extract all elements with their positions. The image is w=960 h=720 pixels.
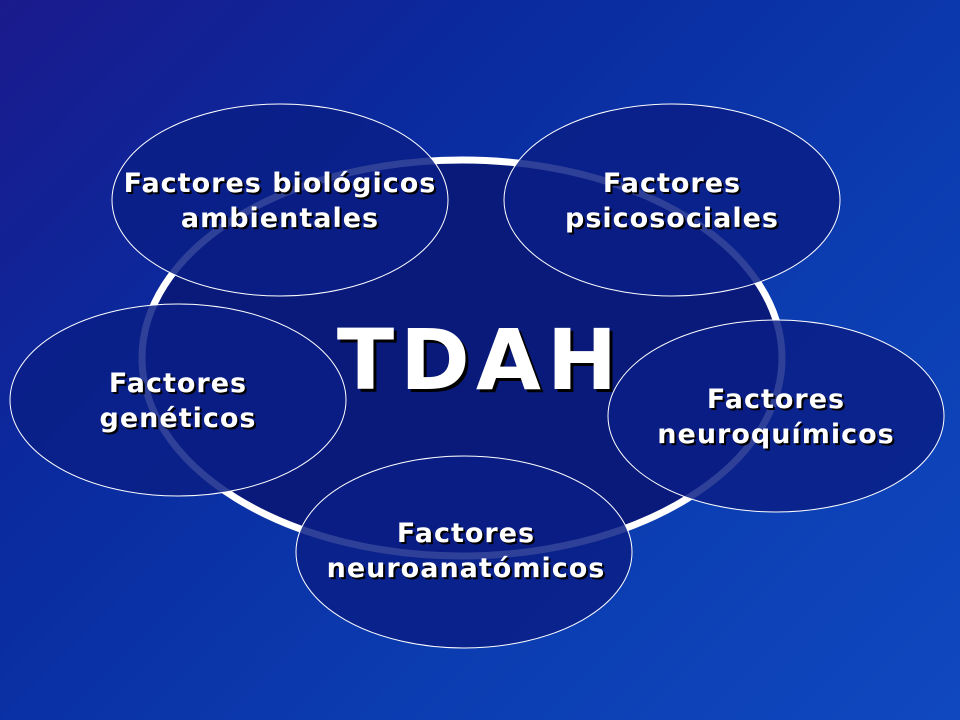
label-factores-neuroquimicos-line1: Factores [706, 384, 846, 415]
label-factores-biologicos-line2: ambientales [180, 203, 380, 234]
label-factores-psicosociales-line2: psicosociales [565, 203, 779, 234]
label-factores-neuroanatomicos-line1: Factores [396, 518, 536, 549]
label-factores-neuroquimicos: Factores neuroquímicos [606, 382, 946, 452]
label-factores-psicosociales-line1: Factores [602, 168, 742, 199]
ellipse-factores-neuroanatomicos [295, 455, 633, 649]
label-factores-neuroanatomicos: Factores neuroanatómicos [296, 516, 636, 586]
label-factores-geneticos-line1: Factores [108, 368, 248, 399]
ellipse-factores-geneticos [9, 303, 347, 497]
label-factores-biologicos: Factores biológicos ambientales [110, 166, 450, 236]
label-factores-geneticos-line2: genéticos [99, 403, 257, 434]
label-factores-geneticos: Factores genéticos [10, 366, 346, 436]
label-factores-psicosociales: Factores psicosociales [502, 166, 842, 236]
label-factores-neuroanatomicos-line2: neuroanatómicos [326, 553, 606, 584]
ellipse-factores-biologicos [111, 103, 449, 297]
ellipse-factores-psicosociales [503, 103, 841, 297]
label-factores-neuroquimicos-line2: neuroquímicos [657, 419, 895, 450]
label-factores-biologicos-line1: Factores biológicos [123, 168, 437, 199]
ellipse-factores-neuroquimicos [607, 319, 945, 513]
center-title: TDAH [336, 311, 624, 409]
